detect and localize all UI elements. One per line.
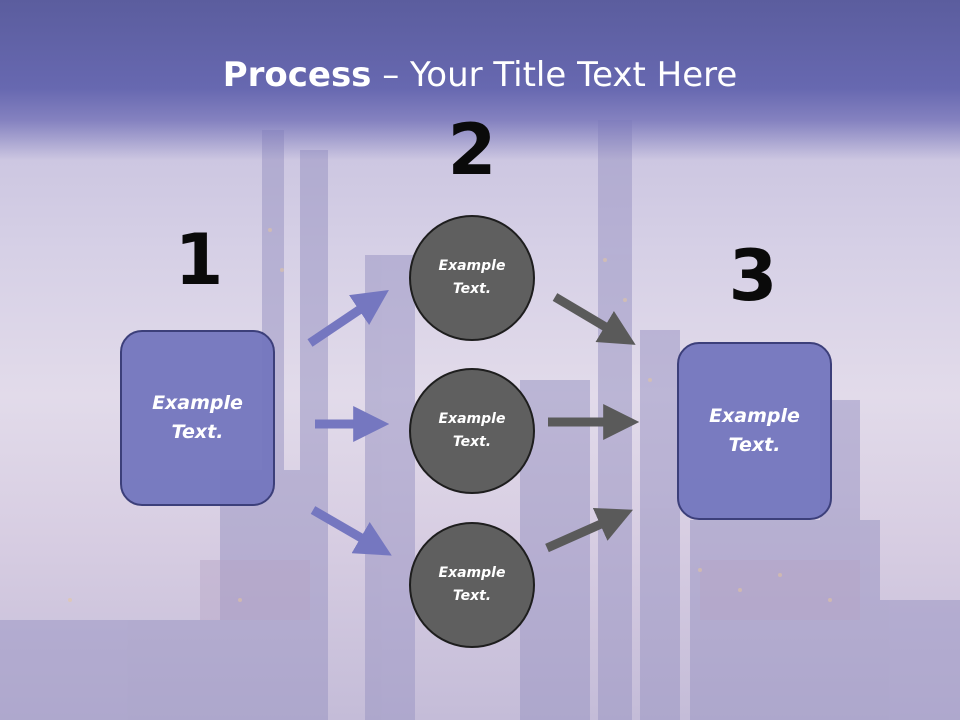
step-number-1: 1 bbox=[174, 219, 224, 301]
circle-top-text: Example Text. bbox=[438, 258, 506, 297]
arrow-to-top-circle bbox=[307, 289, 389, 347]
arrow-from-top-circle bbox=[552, 293, 636, 345]
left-box-text: Example Text. bbox=[152, 392, 243, 443]
step-number-3: 3 bbox=[728, 235, 778, 317]
circle-bottom: Example Text. bbox=[409, 522, 535, 648]
right-box-text: Example Text. bbox=[709, 405, 800, 456]
title-rest: – Your Title Text Here bbox=[371, 55, 738, 95]
title-bold: Process bbox=[222, 55, 372, 95]
left-process-box: Example Text. bbox=[120, 330, 275, 506]
right-process-box: Example Text. bbox=[677, 342, 832, 520]
arrow-to-bottom-circle bbox=[310, 506, 392, 556]
title-band bbox=[0, 0, 960, 160]
slide-title: Process – Your Title Text Here bbox=[0, 52, 960, 98]
circle-top: Example Text. bbox=[409, 215, 535, 341]
circle-middle-text: Example Text. bbox=[438, 411, 506, 450]
circle-bottom-text: Example Text. bbox=[438, 565, 506, 604]
circle-middle: Example Text. bbox=[409, 368, 535, 494]
step-number-2: 2 bbox=[447, 109, 497, 191]
arrow-from-bottom-circle bbox=[545, 507, 634, 553]
